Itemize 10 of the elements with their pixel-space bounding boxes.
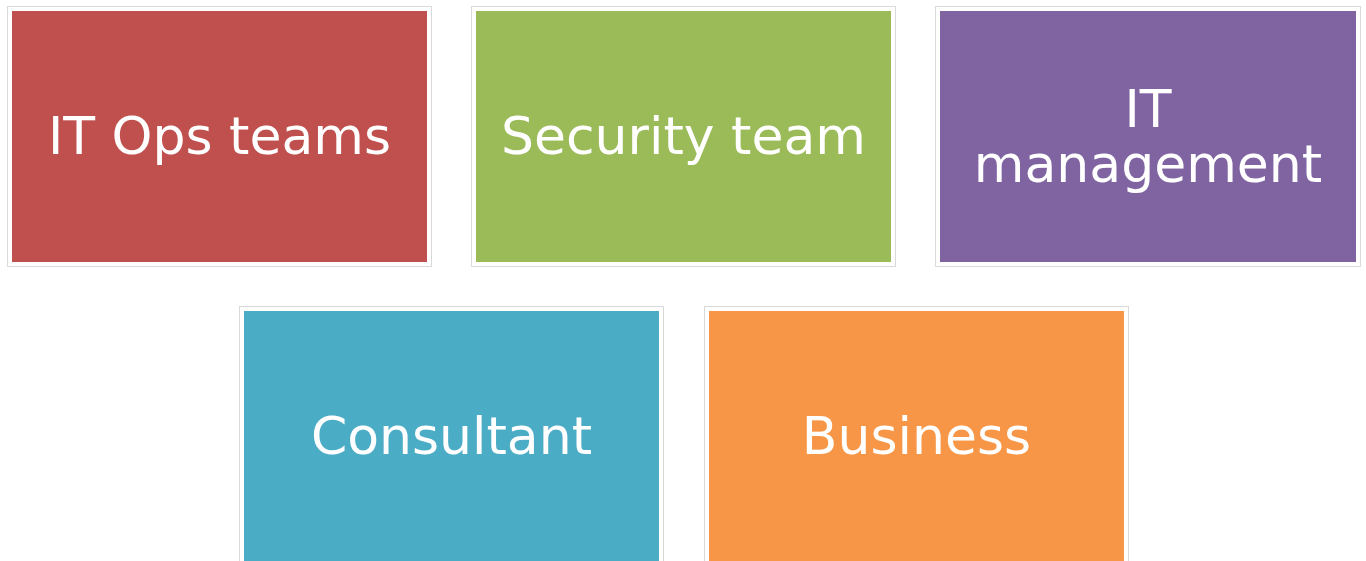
box-label: Business xyxy=(800,408,1033,464)
group-box xyxy=(12,11,427,262)
box-label: Consultant xyxy=(309,408,594,464)
box-label: Security team xyxy=(500,109,867,164)
group-box xyxy=(476,11,891,262)
box-label: IT Ops teams xyxy=(46,109,393,164)
group-box xyxy=(709,311,1124,561)
group-box xyxy=(940,11,1356,262)
group-box xyxy=(244,311,659,561)
box-label: IT management xyxy=(972,81,1324,192)
